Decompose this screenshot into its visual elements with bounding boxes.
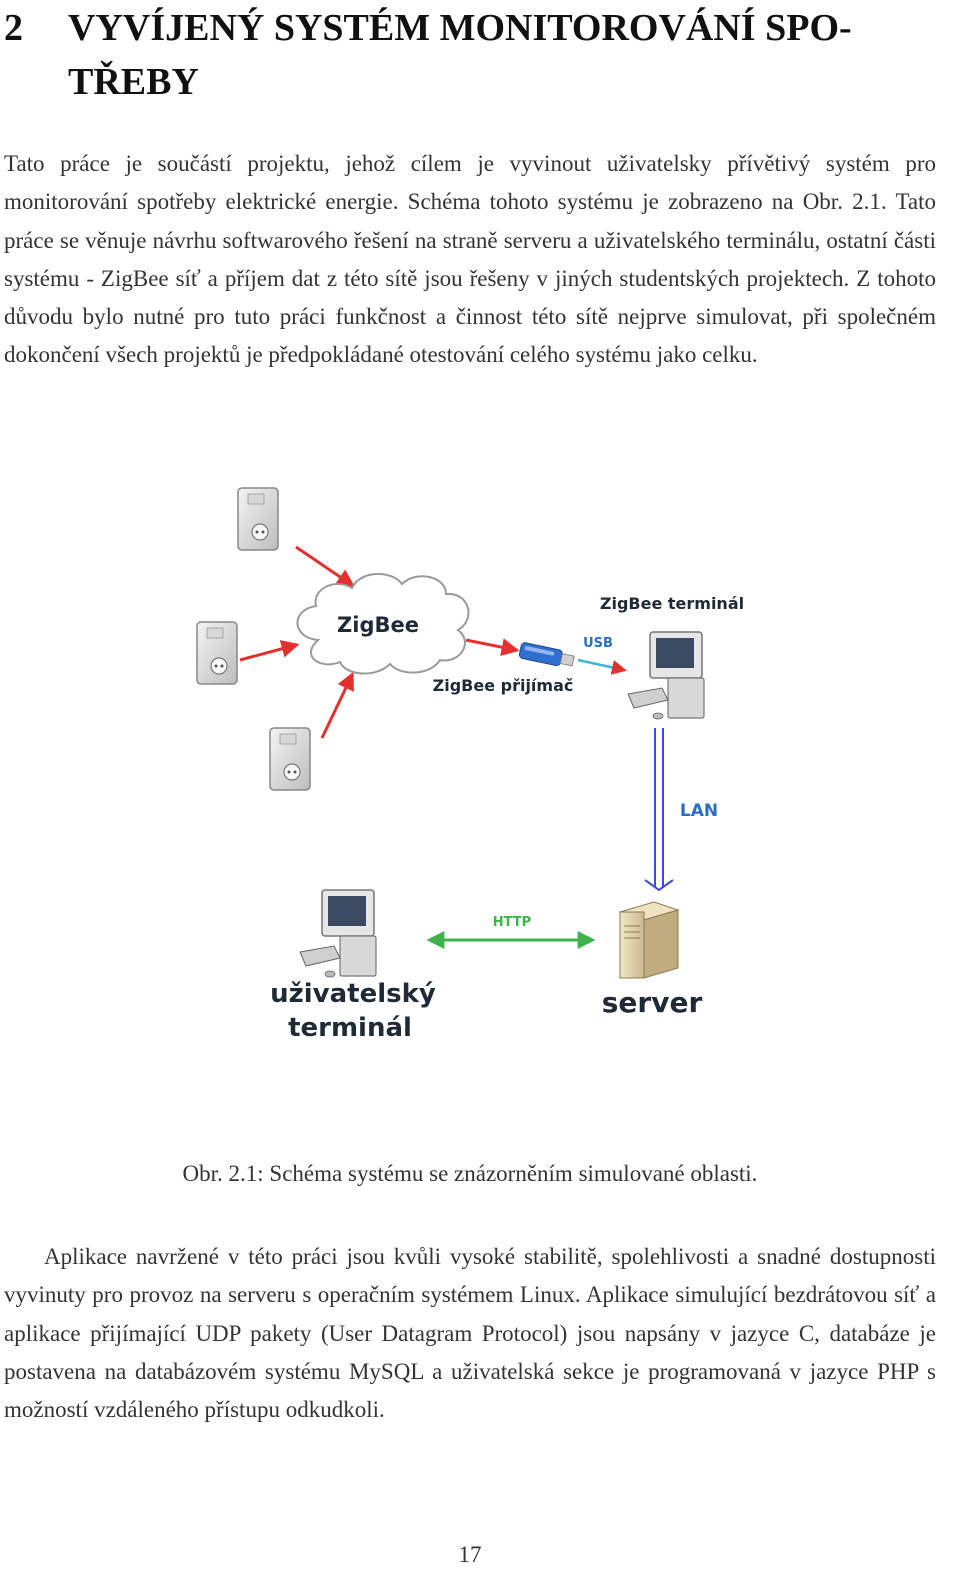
system-diagram: ZigBee ZigBee přijímač USB ZigBee termin… xyxy=(196,487,744,1043)
user-terminal-label-line2: terminál xyxy=(288,1013,412,1043)
usb-dongle-icon xyxy=(518,642,575,667)
red-arrow xyxy=(465,638,520,657)
server-icon xyxy=(618,901,680,979)
smart-plug-icon xyxy=(269,727,311,791)
red-arrow xyxy=(239,640,300,662)
server-label: server xyxy=(602,986,703,1019)
chapter-number: 2 xyxy=(4,7,23,49)
chapter-title-line2: TŘEBY xyxy=(68,61,199,103)
smart-plug-icon xyxy=(237,487,279,551)
http-label: HTTP xyxy=(493,915,531,930)
lan-label: LAN xyxy=(680,801,718,821)
chapter-title-line1: VYVÍJENÝ SYSTÉM MONITOROVÁNÍ SPO- xyxy=(68,7,852,49)
computer-icon xyxy=(627,631,705,720)
zigbee-receiver-label: ZigBee přijímač xyxy=(433,676,574,695)
red-arrow xyxy=(320,671,354,739)
zigbee-terminal-label: ZigBee terminál xyxy=(600,594,744,613)
usb-arrow xyxy=(577,658,627,675)
page-number: 17 xyxy=(458,1542,482,1567)
smart-plug-icon xyxy=(196,621,238,685)
computer-icon xyxy=(299,889,377,978)
user-terminal-label-line1: uživatelský xyxy=(270,979,436,1009)
intro-paragraph: Tato práce je součástí projektu, jehož c… xyxy=(4,151,936,368)
zigbee-cloud-icon xyxy=(296,572,470,675)
red-arrow xyxy=(295,545,355,588)
lan-arrow xyxy=(644,728,674,892)
figure-caption: Obr. 2.1: Schéma systému se znázorněním … xyxy=(182,1161,758,1186)
usb-label: USB xyxy=(583,636,613,651)
body-paragraph: Aplikace navržené v této práci jsou kvůl… xyxy=(4,1244,936,1423)
zigbee-label: ZigBee xyxy=(337,613,419,637)
